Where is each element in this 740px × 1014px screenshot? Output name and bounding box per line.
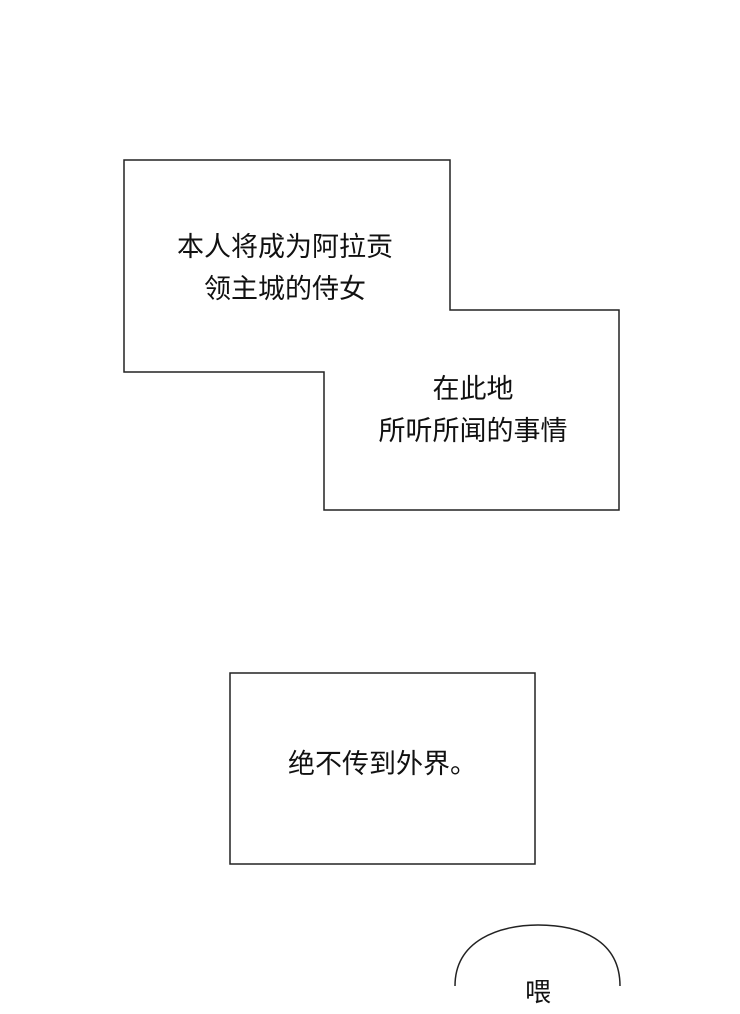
caption-box-outlines — [123, 159, 621, 986]
caption-line: 本人将成为阿拉贡 — [177, 232, 393, 263]
caption-line: 领主城的侍女 — [204, 274, 366, 305]
speech-bubble-text: 喂 — [524, 978, 551, 1008]
caption-line: 在此地 — [432, 374, 514, 405]
caption-text-2: 在此地 所听所闻的事情 — [343, 369, 603, 453]
caption-text-1: 本人将成为阿拉贡 领主城的侍女 — [135, 227, 435, 311]
caption-line: 绝不传到外界。 — [288, 749, 477, 780]
speech-bubble — [454, 924, 621, 986]
caption-box-2 — [229, 672, 536, 865]
caption-text-3: 绝不传到外界。 — [230, 744, 535, 786]
caption-box-1 — [123, 159, 620, 511]
caption-line: 所听所闻的事情 — [378, 416, 568, 447]
